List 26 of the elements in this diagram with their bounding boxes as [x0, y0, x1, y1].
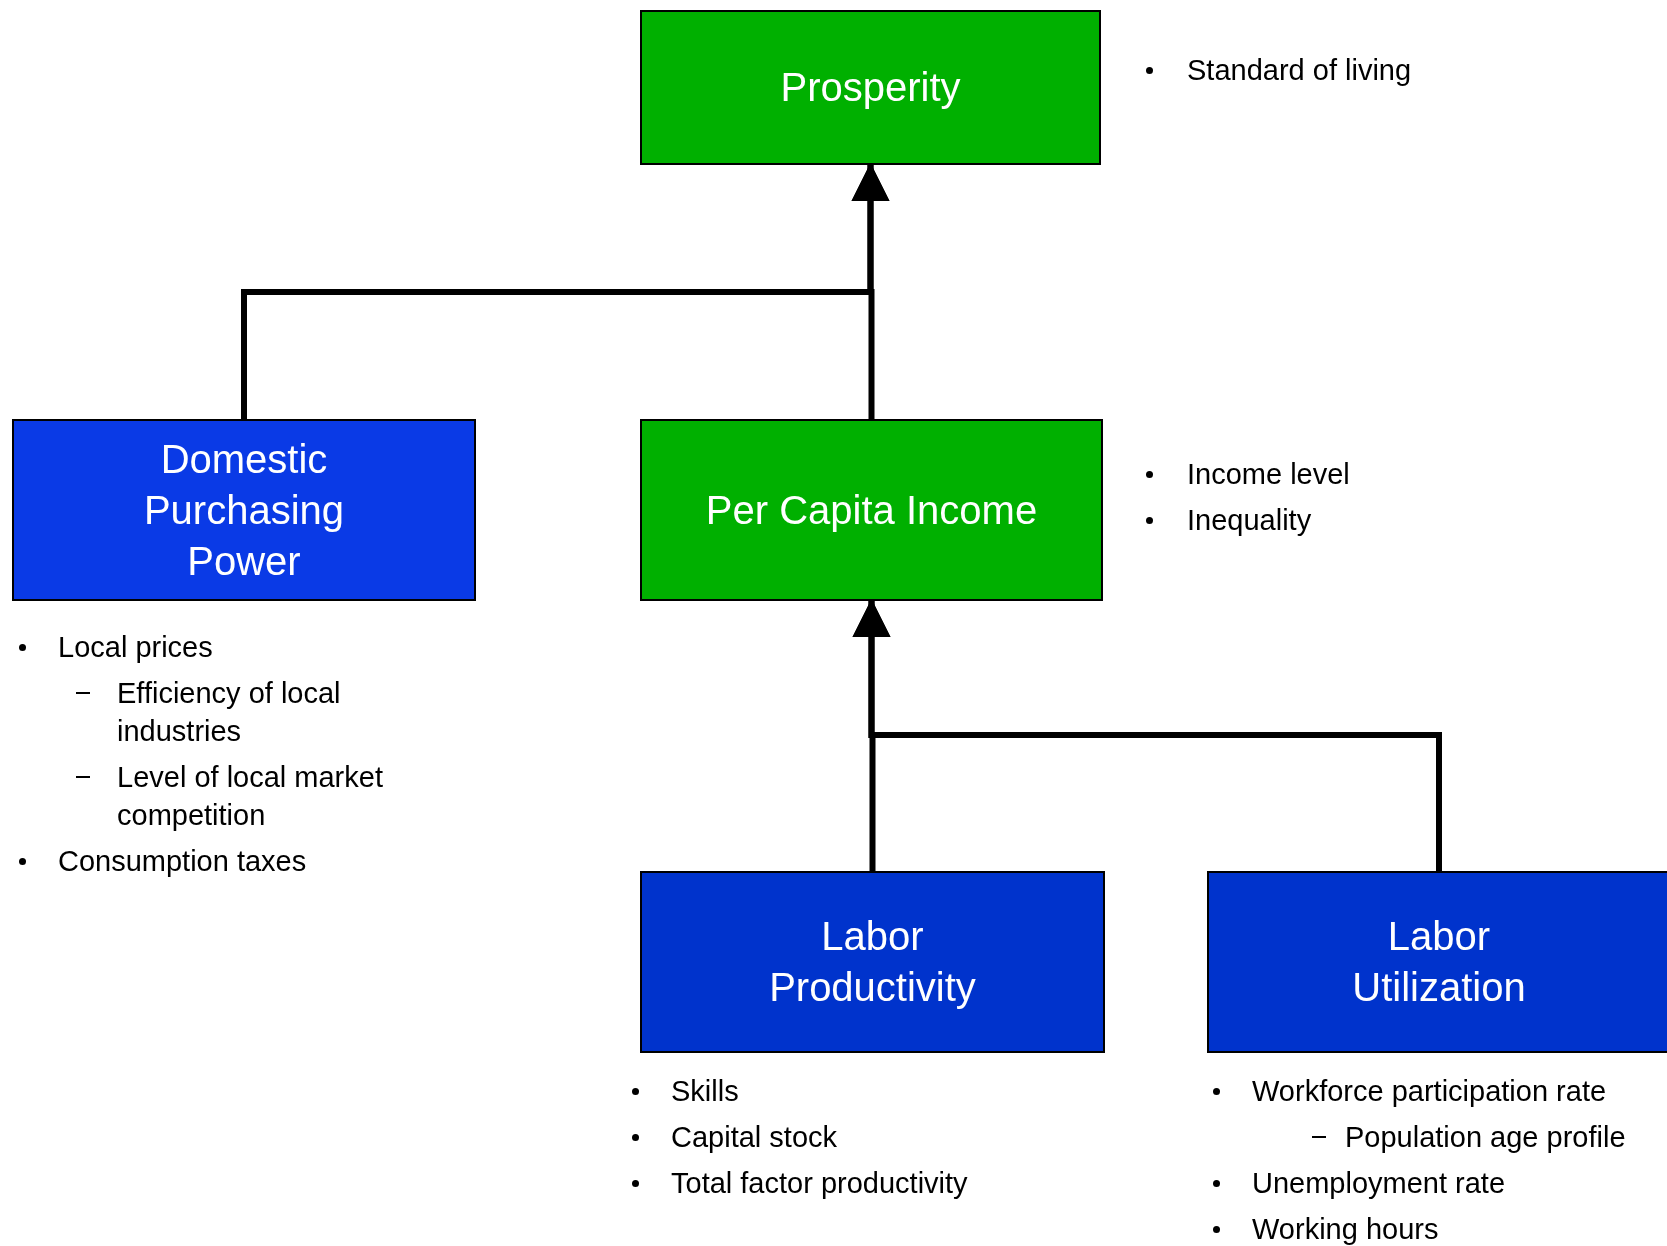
process-box [640, 10, 1101, 165]
process-box [640, 419, 1103, 601]
bullet-text: Level of local market competition [117, 760, 384, 833]
bullet-text: Inequality [1187, 503, 1313, 538]
bullet-text: Unemployment rate [1252, 1166, 1507, 1201]
bullet-text: Working hours [1252, 1212, 1440, 1246]
bullet-text: Total factor productivity [671, 1166, 969, 1201]
bullet-text: Skills [671, 1074, 740, 1109]
bullet-text: Income level [1187, 457, 1351, 492]
bullet-text: Local prices [58, 630, 214, 665]
bullet-text: Efficiency of local industries [117, 676, 342, 749]
box-label: Domestic Purchasing Power [142, 435, 346, 585]
bullet-text: Workforce participation rate [1252, 1074, 1608, 1109]
box-label: Per Capita Income [705, 486, 1038, 534]
box-label: Labor Utilization [1351, 913, 1527, 1011]
box-label: Prosperity [780, 64, 961, 111]
process-box [12, 419, 476, 601]
process-box [640, 871, 1105, 1053]
bullet-text: Population age profile [1345, 1120, 1627, 1155]
arrow [852, 599, 1442, 871]
arrow [851, 163, 890, 419]
process-box [1207, 871, 1667, 1053]
bullet-text: Consumption taxes [58, 844, 308, 879]
bullet-text: Standard of living [1187, 53, 1413, 88]
box-label: Labor Productivity [768, 913, 977, 1011]
bullet-text: Capital stock [671, 1120, 838, 1155]
